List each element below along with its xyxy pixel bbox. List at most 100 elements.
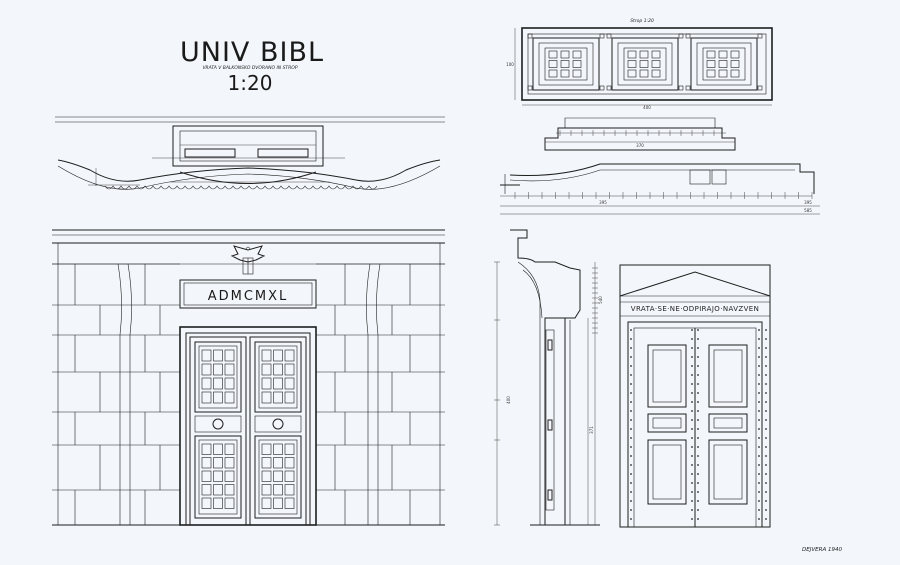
coffer-cell (560, 50, 570, 59)
rivet (691, 329, 693, 331)
coffer-cell (639, 50, 649, 59)
door-lower-cell (224, 457, 235, 469)
rivet (691, 446, 693, 448)
rivet (691, 383, 693, 385)
door-lower-cell (284, 484, 295, 496)
coffer-panel (611, 37, 679, 91)
rivet (697, 419, 699, 421)
cornice-profile-drawing (55, 116, 445, 190)
rivet (758, 455, 760, 457)
rivet (630, 356, 632, 358)
ceiling-plan-drawing: Strop 1:20 400 100 (506, 18, 773, 110)
coffer-cell (730, 60, 740, 68)
coffer-boss (757, 85, 763, 91)
rivet (765, 455, 767, 457)
rivet (630, 455, 632, 457)
rivet (758, 392, 760, 394)
rivet (758, 437, 760, 439)
rivet (765, 410, 767, 412)
coffer-cell (627, 60, 637, 68)
door-upper-cell (261, 391, 272, 404)
rivet (758, 446, 760, 448)
section-width-dim: 370 (636, 143, 644, 148)
door-inscription: ADMCMXL (208, 289, 289, 304)
rivet (630, 365, 632, 367)
door-lower-cell (201, 443, 212, 455)
door-lower-cell (261, 497, 272, 509)
door-upper-cell (284, 363, 295, 376)
coffer-cell (548, 60, 558, 68)
rivet (691, 401, 693, 403)
rivet (691, 482, 693, 484)
section-total-dim: 395 (599, 200, 607, 205)
signature: DEJVERA 1940 (802, 547, 842, 553)
coffer-cell (639, 69, 649, 78)
rivet (697, 392, 699, 394)
rivet (691, 473, 693, 475)
rivet (697, 383, 699, 385)
rivet (691, 500, 693, 502)
inner-middle-panel (647, 413, 687, 433)
door-height-dim: 400 (506, 396, 511, 404)
coffer-inner (702, 47, 746, 81)
rivet (691, 338, 693, 340)
inner-middle-panel (708, 413, 748, 433)
inner-upper-frame (713, 349, 743, 403)
rivet (697, 482, 699, 484)
rivet (630, 338, 632, 340)
rivet (697, 410, 699, 412)
rivet (630, 419, 632, 421)
door-upper-cell (224, 391, 235, 404)
coffer-cell (548, 69, 558, 78)
door-upper-frame (258, 345, 298, 409)
rivet (758, 491, 760, 493)
inner-lower-panel (708, 439, 748, 505)
rivet (697, 500, 699, 502)
rivet (691, 491, 693, 493)
sheet-title: UNIV BIBL (180, 37, 324, 68)
rivet (765, 374, 767, 376)
door-upper-cell (213, 377, 223, 390)
door-lower-cell (224, 484, 235, 496)
rivet (765, 446, 767, 448)
coffer-cell (639, 60, 649, 68)
section-overall-dim: 585 (804, 208, 812, 213)
door-lower-cell (273, 470, 283, 482)
door-upper-frame (198, 345, 238, 409)
inner-middle-frame (713, 417, 743, 429)
door-lower-cell (201, 457, 212, 469)
rivet (765, 518, 767, 520)
rivet (765, 473, 767, 475)
coffer-cell (730, 50, 740, 59)
coffer-boss (685, 85, 691, 91)
rivet (758, 419, 760, 421)
sheet-subtitle: VRATA V BALKONSKO DVORANO IN STROP (202, 65, 297, 71)
door-upper-cell (273, 349, 283, 362)
door-upper-cell (224, 377, 235, 390)
door-lower-cell (284, 443, 295, 455)
coffer-cell (706, 50, 716, 59)
rivet (758, 482, 760, 484)
sheet-scale: 1:20 (228, 71, 273, 95)
rivet (691, 419, 693, 421)
rivet (765, 500, 767, 502)
door-lower-frame (258, 439, 298, 515)
ceiling-section-drawing: 370 395 395 585 (500, 117, 820, 215)
door-lower-cell (224, 443, 235, 455)
door-lower-cell (273, 497, 283, 509)
door-lower-cell (201, 497, 212, 509)
rivet (697, 491, 699, 493)
coffer-cell (718, 69, 728, 78)
door-lower-cell (284, 497, 295, 509)
coffer-cell (706, 69, 716, 78)
door-upper-panel (254, 341, 302, 413)
coffer-cell (651, 50, 661, 59)
inner-lower-frame (713, 444, 743, 500)
coffer-cell (718, 60, 728, 68)
rivet (630, 500, 632, 502)
rivet (630, 383, 632, 385)
door-upper-cell (213, 349, 223, 362)
door-middle-band (254, 415, 302, 433)
door-upper-cell (261, 377, 272, 390)
rivet (765, 347, 767, 349)
